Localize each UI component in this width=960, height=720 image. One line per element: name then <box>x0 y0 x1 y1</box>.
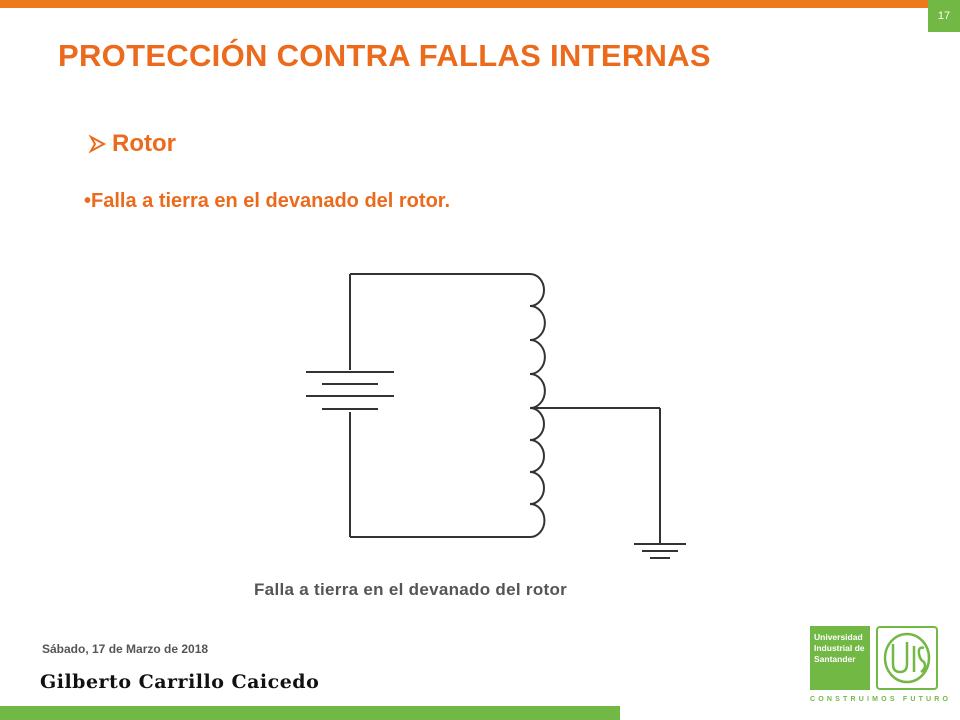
circuit-wires <box>349 273 661 544</box>
subheading-text: Rotor <box>112 130 176 157</box>
inductor-coil-icon <box>529 273 546 538</box>
battery-symbol-icon <box>306 371 394 410</box>
uis-logo-mark <box>876 626 938 690</box>
subheading: Rotor <box>88 130 176 158</box>
rotor-ground-fault-diagram <box>306 273 686 559</box>
page-number: 17 <box>928 0 960 32</box>
diagram-caption: Falla a tierra en el devanado del rotor <box>254 580 568 599</box>
bottom-accent-bar <box>0 706 620 720</box>
uis-logo: Universidad Industrial de Santander CONS… <box>810 626 952 716</box>
slide-title: PROTECCIÓN CONTRA FALLAS INTERNAS <box>58 38 711 73</box>
ground-symbol-icon <box>634 543 686 559</box>
uis-monogram-icon <box>883 632 931 684</box>
uis-tagline: CONSTRUIMOS FUTURO <box>810 696 952 703</box>
bullet-text: •Falla a tierra en el devanado del rotor… <box>84 190 451 212</box>
uis-logo-text: Universidad Industrial de Santander <box>810 626 870 690</box>
arrow-bullet-icon <box>88 134 107 154</box>
slide-date: Sábado, 17 de Marzo de 2018 <box>42 642 209 656</box>
top-accent-bar <box>0 0 960 8</box>
slide-author: Gilberto Carrillo Caicedo <box>40 671 320 693</box>
